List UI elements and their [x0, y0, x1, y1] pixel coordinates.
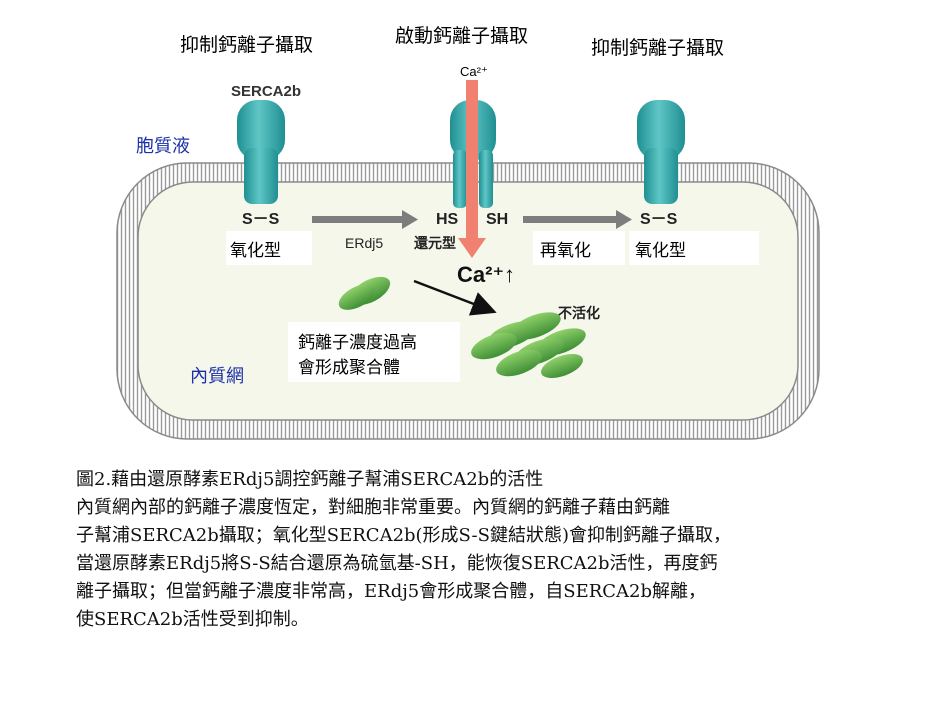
ca-increase-label: Ca²⁺↑ [457, 262, 515, 287]
erdj5-aggregate [471, 312, 586, 379]
oxidized-form-right: 氧化型 [635, 241, 686, 261]
aggregation-arrow [413, 279, 497, 316]
cytosol-label: 胞質液 [136, 136, 190, 157]
inhibit-uptake-left: 抑制鈣離子攝取 [180, 34, 313, 56]
reduction-arrow [312, 210, 418, 229]
inactivation-label: 不活化 [558, 305, 600, 321]
er-label: 內質網 [190, 366, 244, 387]
thiol-hs: HS [436, 211, 459, 228]
erdj5-monomer [338, 276, 391, 310]
label-box-oxidized-left [226, 231, 312, 265]
label-box-high-conc [288, 322, 460, 382]
ca-ion-label: Ca²⁺ [460, 64, 488, 79]
reduced-form-label: 還元型 [414, 235, 456, 251]
caption-title: 圖2.藉由還原酵素ERdj5調控鈣離子幫浦SERCA2b的活性 [76, 469, 544, 490]
figure-caption: 圖2.藉由還原酵素ERdj5調控鈣離子幫浦SERCA2b的活性 內質網內部的鈣離… [76, 466, 876, 634]
disulfide-right: S－S [640, 211, 678, 228]
serca2b-pump-left [237, 100, 285, 204]
caption-line: 離子攝取；但當鈣離子濃度非常高，ERdj5會形成聚合體，自SERCA2b解離， [76, 581, 707, 602]
caption-line: 當還原酵素ERdj5將S-S結合還原為硫氫基-SH，能恢復SERCA2b活性，再… [76, 553, 718, 574]
disulfide-left: S－S [242, 211, 280, 228]
oxidized-form-left: 氧化型 [230, 241, 281, 261]
serca2b-diagram: 抑制鈣離子攝取 啟動鈣離子攝取 抑制鈣離子攝取 Ca²⁺ SERCA2b 胞質液… [116, 25, 820, 440]
high-conc-line1: 鈣離子濃度過高 [298, 333, 417, 353]
reoxidation-label: 再氧化 [540, 241, 591, 261]
label-box-oxidized-right [629, 231, 759, 265]
thiol-sh: SH [486, 211, 508, 228]
activate-uptake: 啟動鈣離子攝取 [395, 25, 528, 47]
label-box-reoxidize [533, 231, 625, 265]
ca-influx-arrow [458, 80, 486, 258]
caption-line: 內質網內部的鈣離子濃度恆定，對細胞非常重要。內質網的鈣離子藉由鈣離 [76, 497, 670, 518]
reoxidation-arrow [523, 210, 632, 229]
caption-line: 使SERCA2b活性受到抑制。 [76, 609, 309, 630]
high-conc-line2: 會形成聚合體 [298, 358, 400, 378]
serca2b-pump-right [637, 100, 685, 204]
caption-line: 子幫浦SERCA2b攝取；氧化型SERCA2b(形成S-S鍵結狀態)會抑制鈣離子… [76, 525, 731, 546]
inhibit-uptake-right: 抑制鈣離子攝取 [591, 37, 724, 59]
erdj5-label: ERdj5 [345, 235, 383, 251]
serca2b-label: SERCA2b [231, 83, 301, 100]
